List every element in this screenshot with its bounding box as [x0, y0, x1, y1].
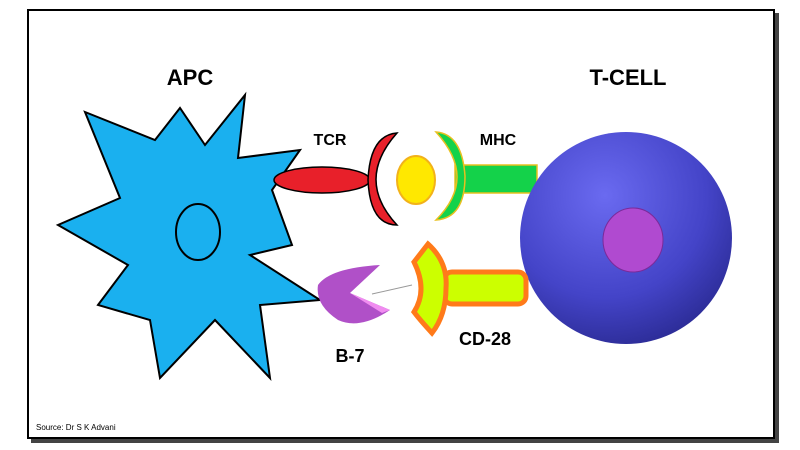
tcr-head: [367, 132, 399, 226]
binding-line: [371, 284, 413, 295]
b7-molecule: [317, 265, 390, 324]
antigen: [396, 155, 436, 205]
tcr-stalk: [273, 166, 371, 194]
cd28-label: CD-28: [459, 329, 511, 349]
b7-highlight: [350, 293, 390, 313]
cd28-stalk: [441, 269, 529, 307]
tcr-label: TCR: [314, 132, 347, 149]
cd28-head: [410, 240, 449, 337]
b7-label: B-7: [335, 346, 364, 366]
tcell-label: T-CELL: [590, 65, 667, 90]
apc-nucleus: [175, 203, 221, 261]
tcell-nucleus: [602, 207, 664, 273]
mhc-stalk: [454, 164, 538, 194]
source-caption: Source: Dr S K Advani: [36, 423, 116, 432]
apc-label: APC: [167, 65, 214, 90]
mhc-label: MHC: [480, 132, 517, 149]
mhc-head: [434, 131, 466, 221]
